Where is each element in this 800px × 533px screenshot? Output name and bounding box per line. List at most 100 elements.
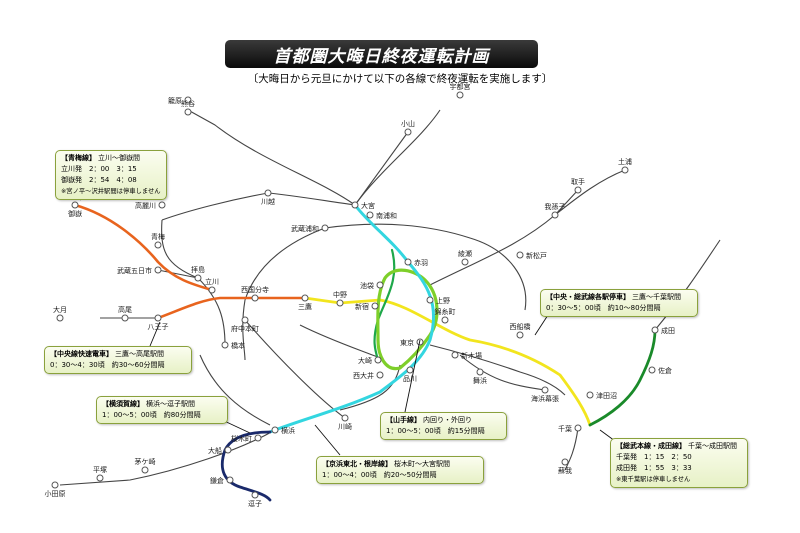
station-label-nishi-kokubunji: 西国分寺 — [241, 285, 269, 294]
station-dot-narita — [651, 326, 659, 334]
station-dot-akabane — [404, 258, 412, 266]
station-label-sakura: 佐倉 — [658, 366, 672, 375]
info-box-yokosuka: 【横須賀線】横浜～逗子駅間 1：00～5：00頃 約80分間隔 — [96, 396, 228, 424]
schedule-row: 成田発 1：55 3：33 — [616, 464, 692, 472]
station-dot-kawasaki — [341, 414, 349, 422]
line-range: 立川～御嶽間 — [98, 154, 140, 162]
station-label-akabane: 赤羽 — [414, 259, 428, 267]
info-box-chuo-rapid: 【中央線快速電車】三鷹～高尾駅間 0：30～4：30頃 約30～60分間隔 — [44, 346, 192, 374]
schedule-row: 1：00～5：00頃 約15分間隔 — [386, 427, 485, 435]
station-label-maihama: 舞浜 — [473, 376, 487, 385]
station-label-sakuragicho: 桜木町 — [231, 434, 252, 443]
line-oyama — [354, 131, 409, 206]
station-dot-nishioi — [376, 371, 384, 379]
line-musashino-east — [324, 223, 527, 311]
station-dot-omiya — [351, 201, 359, 209]
station-dot-otsuki — [56, 314, 64, 322]
pointer-yamanote — [404, 339, 421, 413]
station-dot-hachioji — [154, 314, 162, 322]
station-label-hiratsuka: 平塚 — [93, 465, 107, 474]
station-label-kinshicho: 錦糸町 — [435, 307, 456, 316]
yamanote-route — [376, 268, 439, 371]
line-takasaki — [187, 109, 356, 206]
line-range: 千葉～成田駅間 — [688, 442, 737, 450]
station-label-ayase: 綾瀬 — [458, 249, 472, 258]
station-label-tsuchiura: 土浦 — [618, 157, 632, 166]
line-name: 【横須賀線】 — [102, 400, 144, 408]
station-label-kagohara: 籠原 — [168, 96, 182, 105]
station-dot-kagohara — [184, 96, 192, 104]
station-label-tachikawa: 立川 — [205, 277, 219, 286]
station-label-shin-matsudo: 新松戸 — [526, 251, 547, 260]
pointer-chuo-rapid — [149, 321, 161, 347]
info-box-ome: 【青梅線】立川～御嶽間 立川発 2：00 3：15 御嶽発 2：54 4：08 … — [55, 150, 167, 200]
station-label-fuchu-hommachi: 府中本町 — [231, 324, 259, 333]
station-label-oyama: 小山 — [401, 119, 415, 128]
station-dot-nishi-kokubunji — [251, 294, 259, 302]
line-nambu — [244, 319, 346, 419]
schedule-row: 御嶽発 2：54 4：08 — [61, 176, 137, 184]
station-label-mitaka: 三鷹 — [298, 302, 312, 311]
station-label-kumagaya: 熊谷 — [181, 99, 195, 108]
chuo-rapid-route — [156, 296, 307, 320]
station-dot-sakura — [648, 366, 656, 374]
station-dot-utsunomiya — [456, 91, 464, 99]
line-tohoku — [354, 109, 441, 206]
page-title: 首都圏大晦日終夜運転計画 — [225, 40, 538, 68]
info-box-sobu-narita: 【総武本線・成田線】千葉～成田駅間 千葉発 1：15 2：50 成田発 1：55… — [610, 438, 748, 488]
station-dot-takao — [121, 314, 129, 322]
station-label-takao: 高尾 — [118, 305, 132, 314]
line-range: 横浜～逗子駅間 — [146, 400, 195, 408]
station-dot-shinagawa — [406, 366, 414, 374]
line-sotobo — [654, 239, 721, 331]
line-name: 【京浜東北・根岸線】 — [322, 460, 392, 468]
station-dot-haijima — [194, 274, 202, 282]
line-range: 三鷹～千葉駅間 — [632, 293, 681, 301]
station-dot-nakano — [336, 299, 344, 307]
station-dot-tsudanuma — [586, 391, 594, 399]
station-dot-mitake — [71, 201, 79, 209]
station-label-utsunomiya: 宇都宮 — [450, 82, 471, 91]
line-range: 内回り・外回り — [423, 416, 472, 424]
station-label-chigasaki: 茅ケ崎 — [135, 457, 156, 466]
station-label-shin-kiba: 新木場 — [461, 351, 482, 360]
station-label-osaki: 大崎 — [358, 356, 372, 365]
line-kawagoe — [267, 192, 356, 206]
station-label-mitake: 御嶽 — [68, 209, 82, 218]
line-toride — [554, 189, 579, 216]
station-dot-chiba — [574, 424, 582, 432]
station-dot-ayase — [461, 258, 469, 266]
station-dot-abiko — [551, 211, 559, 219]
station-label-zushi: 逗子 — [248, 499, 262, 508]
station-label-kawasaki: 川崎 — [338, 422, 352, 431]
station-dot-tsuchiura — [621, 166, 629, 174]
line-keiyo — [429, 344, 566, 396]
station-dot-zushi — [251, 491, 259, 499]
station-dot-hashimoto — [221, 341, 229, 349]
pointer-keihin — [314, 424, 341, 456]
station-dot-fuchu-hommachi — [241, 316, 249, 324]
note: ※東千葉駅は停車しません — [616, 476, 691, 483]
station-dot-toride — [574, 186, 582, 194]
station-dot-hiratsuka — [96, 474, 104, 482]
station-dot-kumagaya — [184, 108, 192, 116]
line-name: 【総武本線・成田線】 — [616, 442, 686, 450]
line-tokyo-south — [339, 364, 401, 411]
station-label-abiko: 我孫子 — [545, 202, 566, 211]
station-dot-nishi-funabashi — [516, 331, 524, 339]
line-musashino — [242, 227, 326, 361]
station-dot-shin-matsudo — [516, 251, 524, 259]
station-dot-sakuragicho — [254, 434, 262, 442]
station-label-omiya: 大宮 — [361, 201, 375, 210]
station-label-ofuna: 大船 — [208, 446, 222, 455]
line-name: 【山手線】 — [386, 416, 421, 424]
station-label-shinjuku: 新宿 — [355, 302, 369, 311]
line-range: 桜木町～大宮駅間 — [394, 460, 450, 468]
schedule-row: 立川発 2：00 3：15 — [61, 165, 137, 173]
station-dot-kinshicho — [441, 316, 449, 324]
station-dot-maihama — [476, 368, 484, 376]
station-label-ome: 青梅 — [151, 232, 165, 241]
station-label-soga: 蘇我 — [558, 466, 572, 475]
station-dot-ome — [154, 241, 162, 249]
